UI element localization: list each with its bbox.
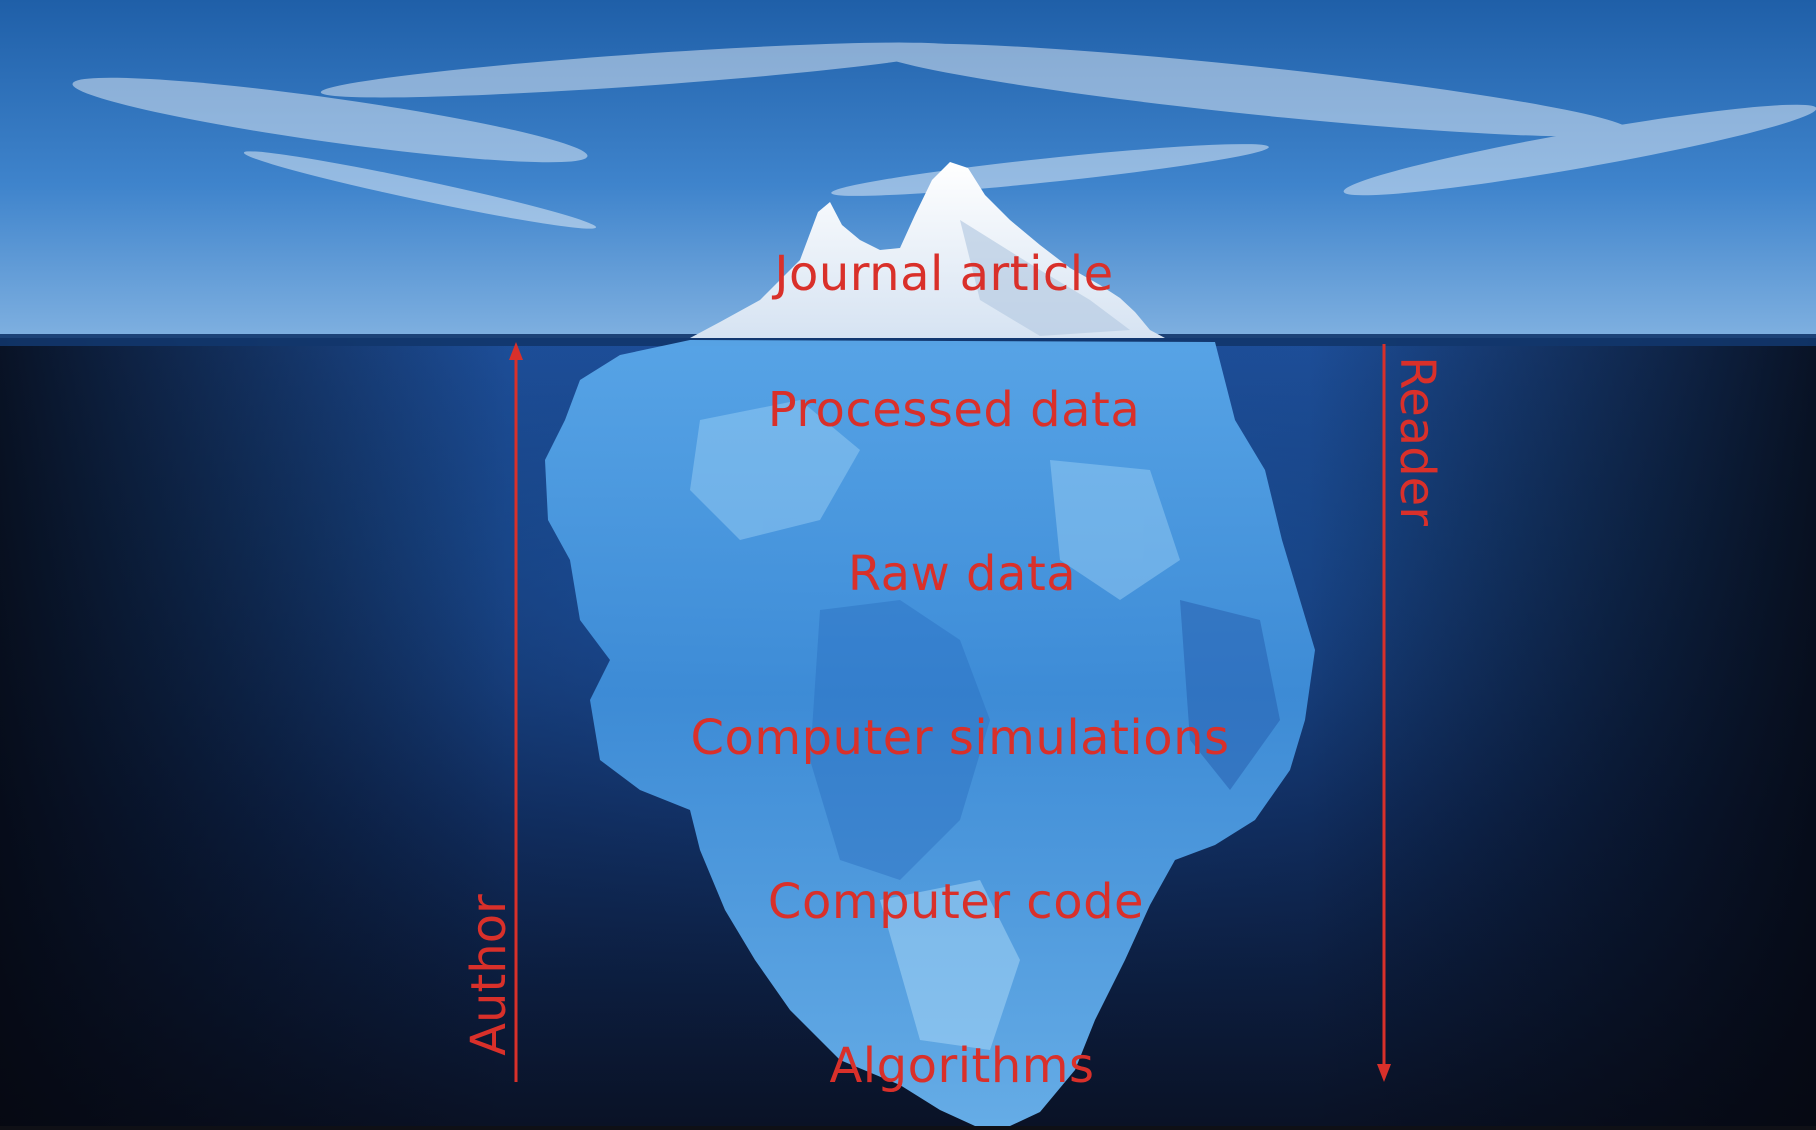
layer-label-algorithms: Algorithms (829, 1042, 1094, 1090)
layer-label-raw-data: Raw data (848, 550, 1076, 598)
author-label: Author (465, 894, 513, 1056)
layer-label-computer-simulations: Computer simulations (690, 714, 1229, 762)
reader-label: Reader (1393, 356, 1441, 526)
layer-label-computer-code: Computer code (768, 878, 1144, 926)
layer-label-processed-data: Processed data (768, 386, 1140, 434)
layer-label-journal-article: Journal article (774, 250, 1113, 298)
